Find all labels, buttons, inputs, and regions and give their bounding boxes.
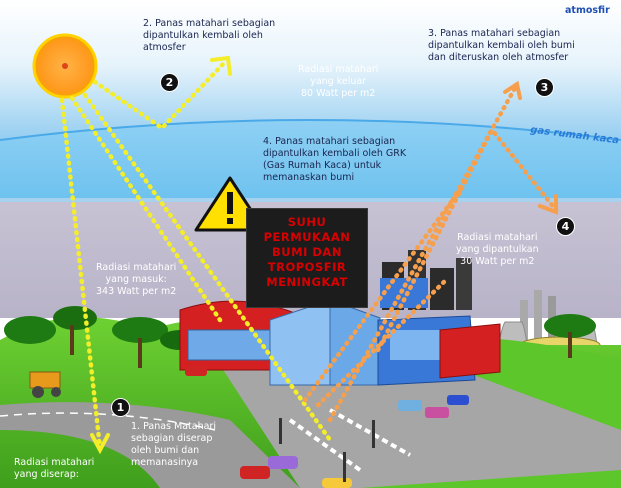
atmosphere-label: atmosfir (565, 5, 610, 16)
tractor (29, 371, 61, 398)
incoming-radiation-arrows (59, 59, 333, 451)
step-3-text: 3. Panas matahari sebagian dipantulkan k… (428, 28, 575, 63)
reflected-radiation-arrows (302, 85, 559, 423)
building-glass (269, 219, 381, 386)
haze-top-edge (0, 198, 621, 202)
road-center (220, 355, 621, 488)
traffic-lights (279, 418, 375, 482)
arrowheads-yellow (90, 55, 232, 455)
sun-core (62, 63, 68, 69)
step-2-badge: 2 (160, 73, 179, 92)
step-3-badge: 3 (535, 78, 554, 97)
atmosphere-boundary (0, 119, 621, 141)
radiation-reflected-text: Radiasi matahari yang dipantulkan 30 Wat… (456, 232, 539, 267)
step-2-text: 2. Panas matahari sebagian dipantulkan k… (143, 18, 276, 53)
step-1-badge: 1 (111, 398, 130, 417)
building-blue (377, 315, 501, 386)
radiation-in-text: Radiasi matahari yang masuk: 343 Watt pe… (96, 262, 177, 297)
step-4-text: 4. Panas matahari sebagian dipantulkan k… (263, 136, 407, 183)
road-left (0, 402, 300, 488)
radiation-out-text: Radiasi matahari yang keluar 80 Watt per… (298, 64, 379, 99)
headline-box: SUHU PERMUKAAN BUMI DAN TROPOSFIR MENING… (246, 208, 368, 308)
step-1-text: 1. Panas Matahari sebagian diserap oleh … (131, 421, 216, 468)
step-4-badge: 4 (556, 217, 575, 236)
arrowheads-orange (503, 80, 558, 215)
trees-right (544, 314, 596, 358)
radiation-absorbed-text: Radiasi matahari yang diserap: (14, 457, 95, 480)
